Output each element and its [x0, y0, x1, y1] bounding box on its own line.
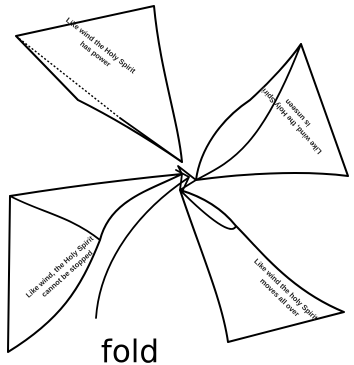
blade-top-left: Like wind the Holy Spirit has power — [16, 6, 182, 162]
fold-label: fold — [101, 334, 159, 365]
blade-top-right: Like wind, the Holy Spirit is unseen — [196, 44, 348, 180]
blade-bottom-left: Like wind, the Holy Spirit cannot be sto… — [8, 174, 182, 352]
blade-bottom-right: Like wind the holy Spirit moves all over — [180, 190, 344, 342]
